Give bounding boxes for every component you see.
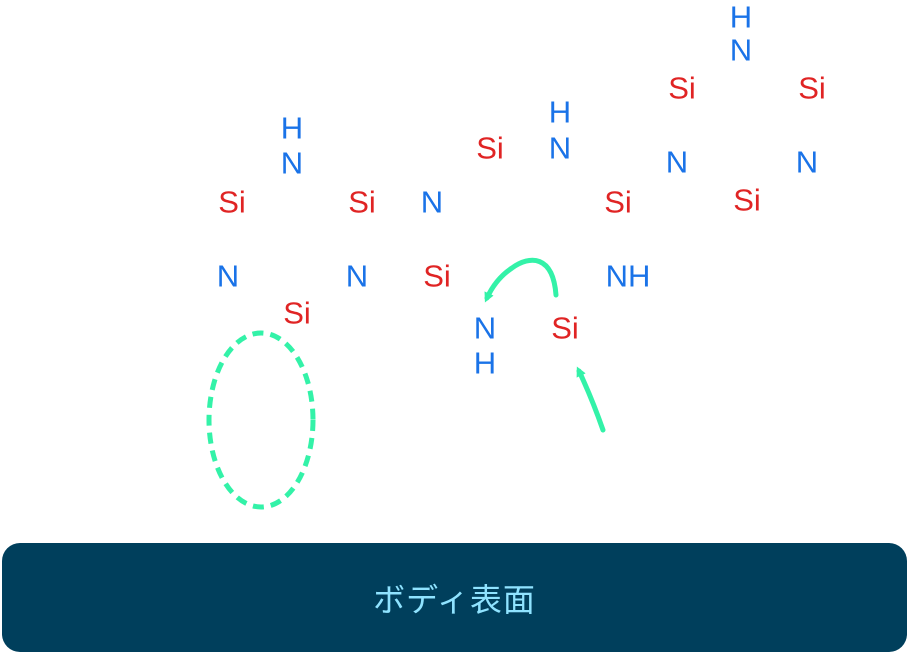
atom-n: N: [421, 185, 443, 220]
body-surface-label: ボディ表面: [373, 580, 536, 619]
atom-n: N: [549, 131, 571, 166]
atom-si: Si: [218, 185, 246, 220]
body-surface-bar: ボディ表面: [2, 543, 907, 652]
atom-si: Si: [604, 185, 632, 220]
atom-h: H: [549, 95, 571, 130]
atom-n: N: [796, 145, 818, 180]
dashed-ellipse: [206, 330, 316, 510]
atom-si: Si: [733, 183, 761, 218]
atom-n: N: [346, 259, 368, 294]
atom-si: Si: [668, 71, 696, 106]
atom-n: N: [730, 33, 752, 68]
atom-si: Si: [798, 71, 826, 106]
atom-n: N: [666, 145, 688, 180]
atom-si: Si: [551, 311, 579, 346]
atom-h: H: [281, 111, 303, 146]
atom-n: N: [217, 259, 239, 294]
atom-h: H: [730, 0, 752, 35]
atom-n: N: [281, 146, 303, 181]
atom-h: H: [474, 346, 496, 381]
atom-n: N: [474, 311, 496, 346]
atom-nh: NH: [606, 259, 651, 294]
curved-arrow: [484, 257, 559, 303]
atom-si: Si: [423, 259, 451, 294]
atom-si: Si: [283, 296, 311, 331]
approach-arrow: [576, 366, 606, 433]
atom-si: Si: [348, 185, 376, 220]
atom-si: Si: [476, 131, 504, 166]
